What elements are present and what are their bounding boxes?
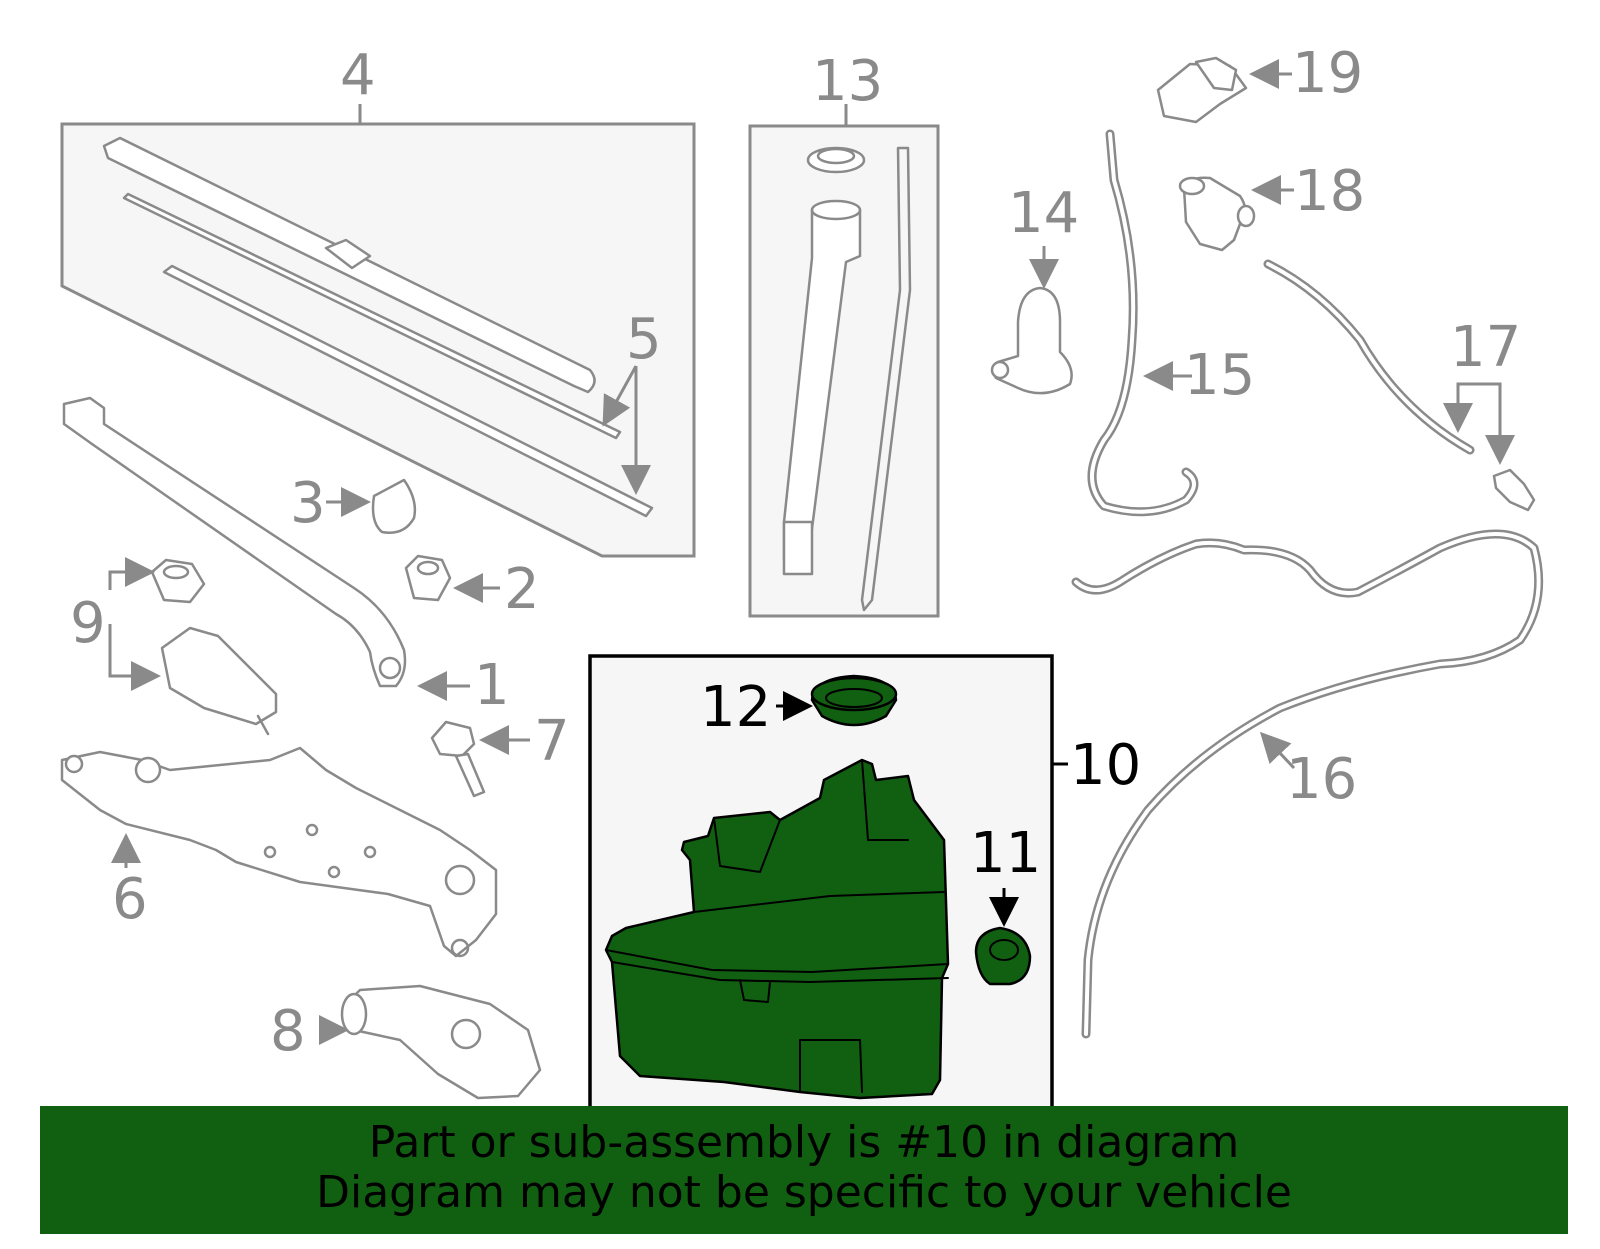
wiper-blade-group (60, 104, 696, 558)
wiper-linkage (60, 746, 498, 958)
hose-joint-17 (1492, 468, 1536, 512)
callout-5: 5 (626, 307, 662, 372)
callout-11: 11 (970, 821, 1041, 886)
bushing (371, 478, 417, 534)
callout-8: 8 (270, 999, 306, 1064)
nut-2 (404, 554, 452, 602)
callout-18: 18 (1294, 159, 1365, 224)
banner-line-2: Diagram may not be specific to your vehi… (316, 1167, 1292, 1218)
callout-1: 1 (474, 653, 510, 718)
callout-3: 3 (290, 471, 326, 536)
washer-hose-15 (1087, 129, 1199, 517)
banner-line-1: Part or sub-assembly is #10 in diagram (368, 1117, 1240, 1168)
callout-13: 13 (812, 49, 883, 114)
wiper-arm (62, 396, 407, 688)
pivot-nut-9 (150, 558, 278, 736)
washer-reservoir (604, 758, 950, 1100)
callout-12: 12 (700, 675, 771, 740)
reservoir-cap (810, 674, 898, 727)
valve-18 (1178, 176, 1256, 252)
callout-9: 9 (70, 591, 106, 656)
callout-4: 4 (340, 43, 376, 108)
reservoir-group (588, 654, 1068, 1114)
connector-19 (1156, 56, 1248, 124)
callout-16: 16 (1286, 747, 1357, 812)
callout-10: 10 (1070, 733, 1141, 798)
reservoir-grommet (974, 926, 1032, 986)
callout-19: 19 (1292, 41, 1363, 106)
callout-7: 7 (534, 709, 570, 774)
callout-15: 15 (1184, 343, 1255, 408)
filler-neck-group (748, 104, 940, 618)
wiper-motor (340, 984, 542, 1100)
callout-2: 2 (504, 557, 540, 622)
callout-17: 17 (1450, 315, 1521, 380)
bolt-7 (430, 720, 486, 798)
callout-6: 6 (112, 867, 148, 932)
washer-nozzle (990, 286, 1073, 395)
info-banner: Part or sub-assembly is #10 in diagram D… (40, 1106, 1568, 1234)
callout-14: 14 (1008, 181, 1079, 246)
